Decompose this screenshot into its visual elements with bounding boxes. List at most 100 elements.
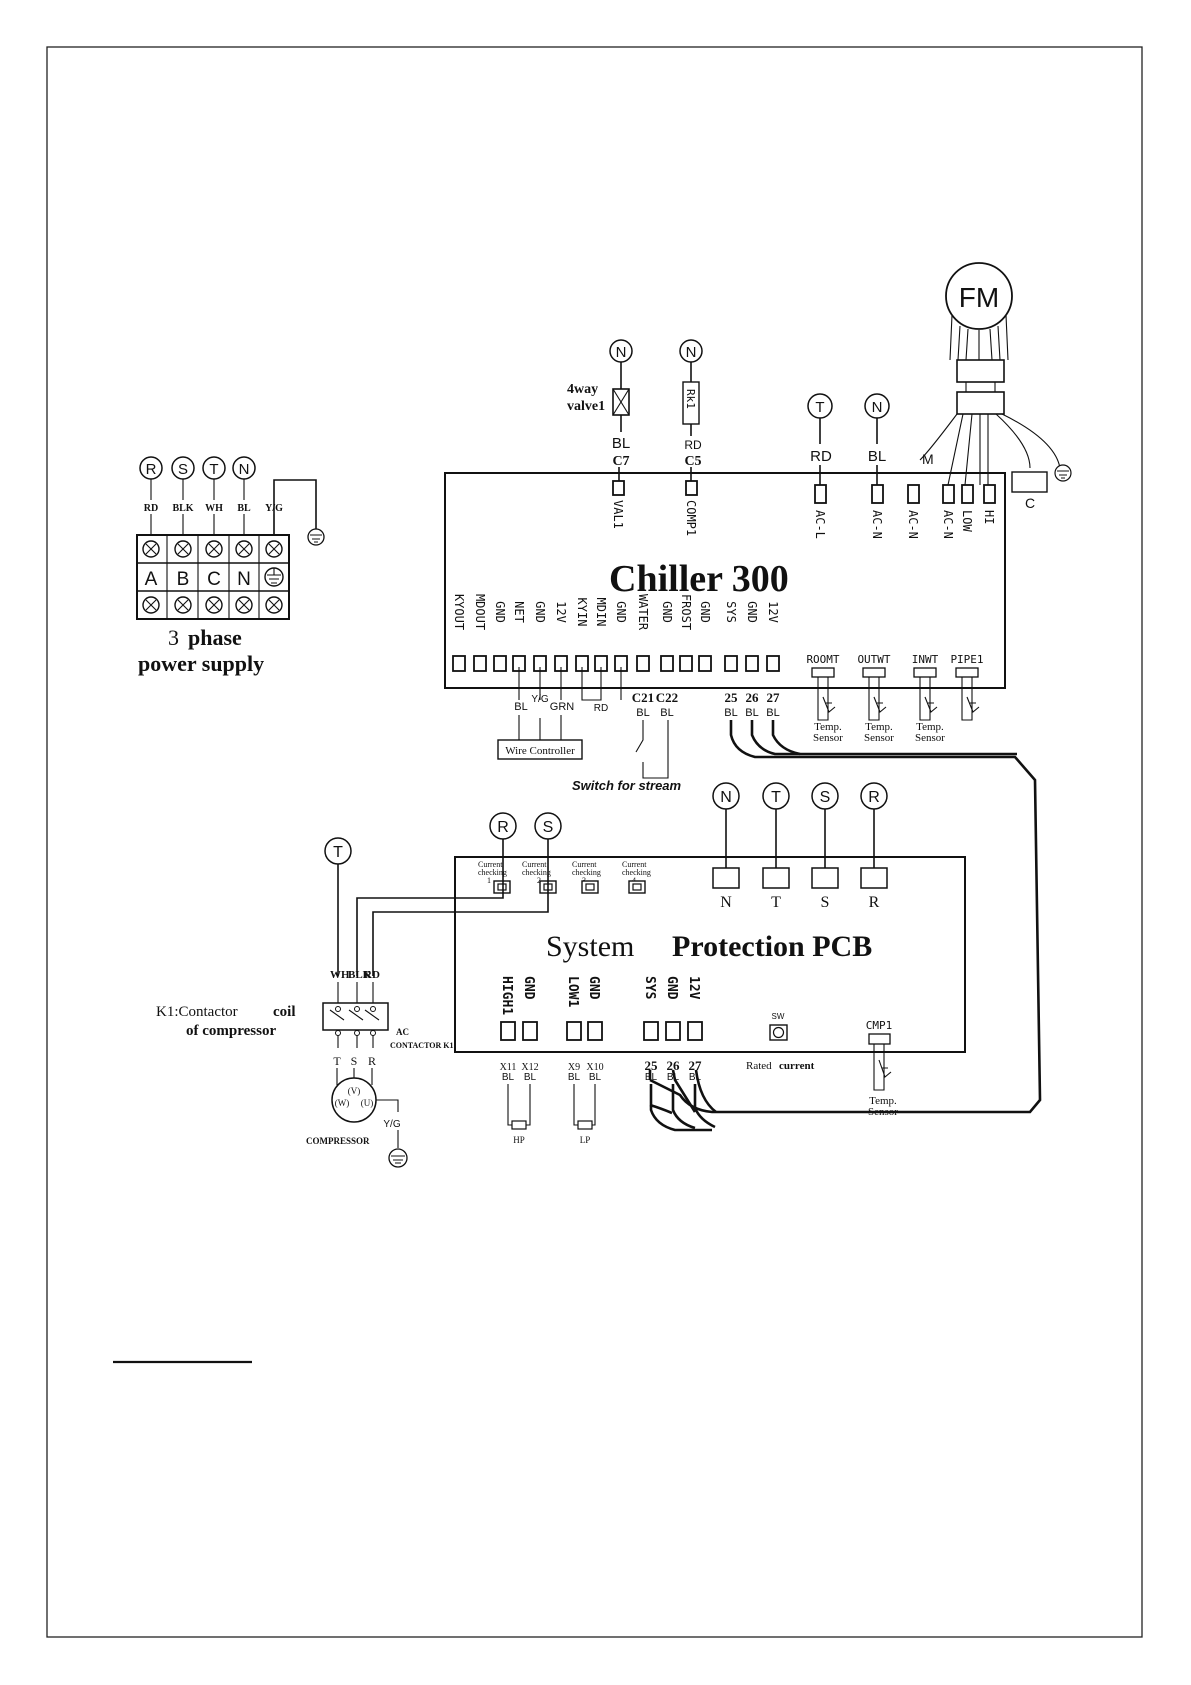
comp-wire-wh: WH [330,969,350,981]
fan-capacitor [1011,471,1048,493]
bottom-terminal [493,655,507,672]
input-s-label: S [543,819,554,836]
terminal-ac-n-1 [871,484,884,504]
cmp1-sensor-l2: Sensor [868,1106,898,1118]
k1-label-c: of compressor [186,1023,276,1039]
phase-terminal-label: T [771,894,781,911]
prot-terminal-color: BL [502,1072,515,1083]
fan-motor-label: FM [959,282,999,313]
wire-bl-acn: BL [868,448,886,465]
sw-label: SW [772,1012,785,1021]
winding-v: (V) [348,1086,361,1096]
compressor-ground-icon [388,1148,408,1168]
power-wire-color: WH [205,503,223,514]
chiller-pin-25: 25 [725,690,739,705]
sensor-connector [811,667,835,678]
wire-controller-box [497,739,583,760]
prot-terminal-code: X10 [586,1062,603,1073]
current-checking-connector [581,880,599,894]
sensor-connector [862,667,886,678]
terminal-comp1 [685,480,698,496]
fan-m-label: M [922,451,934,467]
phase-circle-label: R [868,789,880,806]
current-checking-l2: checking [478,868,507,877]
power-wire-color: BLK [172,503,193,514]
hp-switch [511,1120,527,1130]
wc-yg: Y/G [531,694,548,705]
power-wire-color: RD [144,503,158,514]
prot-terminal [522,1021,538,1041]
bottom-terminal [452,655,466,672]
winding-w: (W) [335,1098,350,1108]
label-ac-n-1: AC-N [870,510,884,539]
sensor-label: ROOMT [806,653,839,666]
protection-board: System Protection PCB Currentchecking1Cu… [356,782,966,1145]
power-title-word: phase [188,625,242,650]
bottom-terminal-label: 12V [766,601,780,623]
phase-terminal [762,867,790,889]
wire-c5: C5 [684,454,701,469]
power-phase-label: R [146,461,157,478]
prot-terminal-color: BL [689,1072,702,1083]
wire-rd-comp: RD [684,438,702,452]
rated-label-b: current [779,1060,815,1072]
current-checking-l1: Current [478,860,503,869]
current-checking-l2: checking [622,868,651,877]
label-val1: VAL1 [611,500,625,529]
terminal-letter: A [145,569,158,590]
prot-terminal-label: GND [586,976,601,1000]
terminal-ac-n-3 [942,484,955,504]
chiller-pin-26: 26 [746,690,760,705]
comp-yg: Y/G [383,1119,400,1130]
protection-title-a: System [546,930,634,963]
comp-t-label: T [333,844,343,861]
sensor-caption-2: Sensor [915,732,945,744]
prot-terminal [587,1021,603,1041]
prot-terminal [566,1021,582,1041]
wc-rd: RD [594,703,608,714]
sensor-caption-2: Sensor [864,732,894,744]
label-ac-n-2: AC-N [906,510,920,539]
prot-terminal [665,1021,681,1041]
neutral-circle-rk1-label: N [686,344,697,361]
terminal-hi [983,484,996,504]
bottom-terminal-label: GND [493,601,507,623]
chiller-pin-27: 27 [767,690,781,705]
sensor-connectors: ROOMTTemp.SensorOUTWTTemp.SensorINWTTemp… [806,653,983,744]
prot-terminal-label: HIGH1 [499,976,514,1015]
label-ac-n-3: AC-N [941,510,955,539]
current-checking-connector [493,880,511,894]
terminal-low [961,484,974,504]
phase-t-circle-label: T [815,399,824,416]
prot-terminal-code: 27 [689,1058,703,1073]
cmp1-sensor-l1: Temp. [869,1095,897,1107]
chiller-title: Chiller 300 [609,558,789,600]
wire-c22: C22 [656,690,678,705]
terminal-letter: N [237,569,251,590]
wc-bl: BL [514,701,527,713]
power-ground-icon [307,528,325,546]
terminal-letter: B [177,569,190,590]
bottom-terminal-label: GND [745,601,759,623]
bottom-terminal [698,655,712,672]
bottom-terminal-label: MDOUT [473,594,487,630]
cmp1-label: CMP1 [866,1019,893,1032]
sensor-label: INWT [912,653,939,666]
phase-n-circle-label: N [872,399,883,416]
prot-terminal-label: LOW1 [565,976,580,1007]
bottom-terminal [636,655,650,672]
wire-controller-group: BL Y/G GRN RD Wire Controller C21 C22 BL… [497,667,781,793]
terminal-ac-n-2 [907,484,920,504]
sensor-caption-1: Temp. [916,721,944,733]
terminal-letter: C [207,569,221,590]
bottom-terminal [660,655,674,672]
bottom-terminal-label: WATER [636,594,650,631]
wire-rd-acl: RD [810,448,832,465]
fan-c-label: C [1025,495,1035,511]
bottom-terminal-label: SYS [724,601,738,623]
power-wire-color: BL [237,503,251,514]
label-comp1: COMP1 [684,500,698,536]
comp-wire-rd: RD [364,969,380,981]
bottom-terminal-label: KYIN [575,598,589,627]
current-checking-l1: Current [572,860,597,869]
